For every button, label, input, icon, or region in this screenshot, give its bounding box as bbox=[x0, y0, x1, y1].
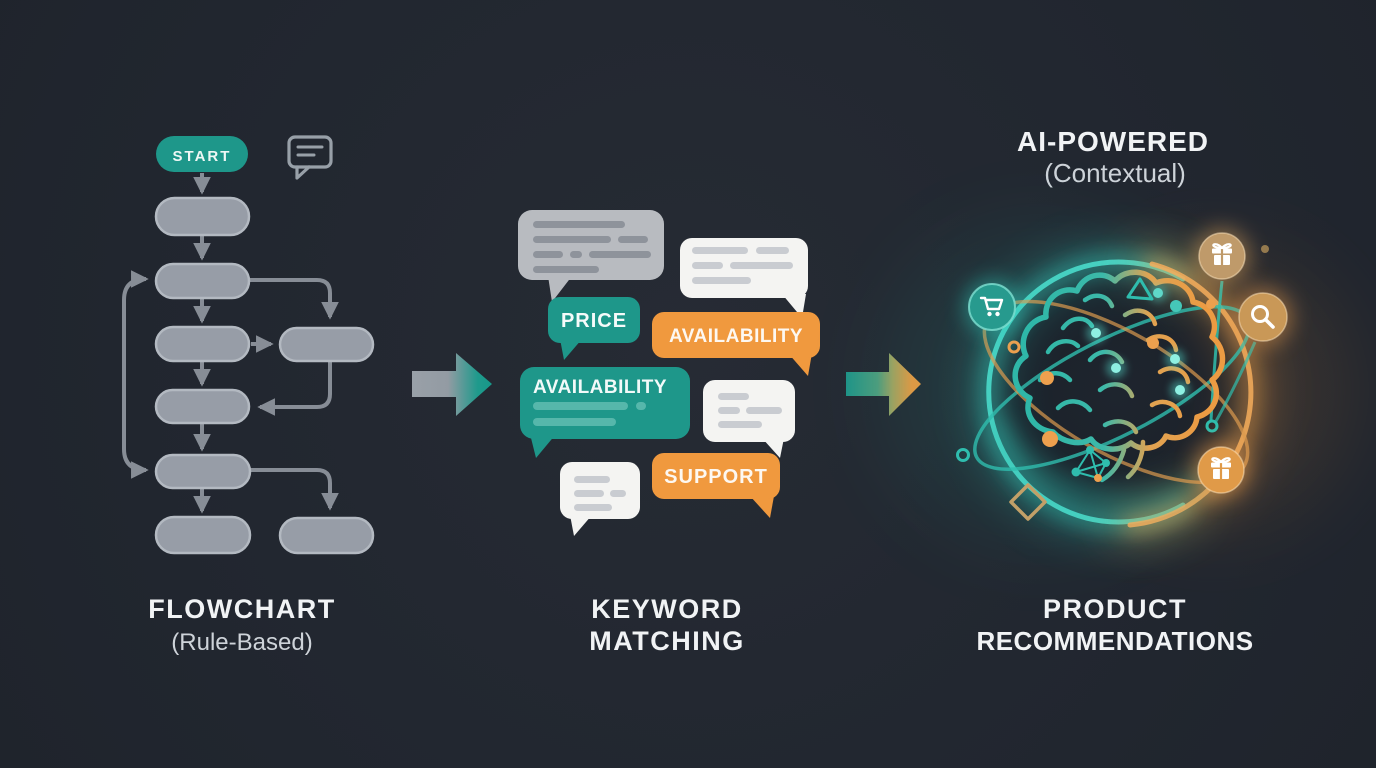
product-title-line2: RECOMMENDATIONS bbox=[976, 626, 1253, 656]
chat-bubble-icon bbox=[287, 135, 333, 180]
geometric-accents bbox=[1009, 277, 1154, 521]
product-title-line1: PRODUCT bbox=[1043, 594, 1187, 624]
gift-icon-badge-bottom bbox=[1193, 442, 1249, 498]
flowchart-nodes bbox=[154, 196, 375, 555]
glow-ring bbox=[971, 245, 1269, 543]
gift-icon bbox=[1212, 243, 1232, 265]
support-bubble: SUPPORT bbox=[652, 453, 780, 518]
arrow-flowchart-to-keyword bbox=[412, 353, 492, 416]
availability-orange-label: AVAILABILITY bbox=[669, 326, 803, 347]
ai-heading: AI-POWERED bbox=[1017, 126, 1209, 157]
white-chat-bubble-mid bbox=[703, 380, 795, 458]
flowchart-node bbox=[278, 326, 375, 363]
flowchart-node bbox=[154, 196, 251, 237]
search-icon-badge bbox=[1233, 287, 1293, 347]
flowchart-node bbox=[154, 262, 251, 300]
flowchart-node bbox=[278, 516, 375, 555]
flowchart-node bbox=[154, 515, 252, 555]
availability-orange-bubble: AVAILABILITY bbox=[652, 312, 820, 376]
keyword-title-line1: KEYWORD bbox=[591, 594, 743, 624]
support-bubble-label: SUPPORT bbox=[664, 466, 768, 488]
flowchart-section: START FLOWCHART (Rule-Based) bbox=[122, 135, 375, 656]
brain-disc bbox=[986, 260, 1250, 524]
triangle-outline bbox=[1126, 277, 1154, 301]
ai-subheading: (Contextual) bbox=[1044, 158, 1186, 188]
neural-dots bbox=[956, 245, 1269, 462]
white-chat-bubble-top bbox=[680, 238, 808, 318]
cart-icon-badge bbox=[964, 279, 1020, 335]
keyword-title-line2: MATCHING bbox=[589, 626, 744, 656]
price-bubble-label: PRICE bbox=[561, 310, 627, 332]
availability-teal-label: AVAILABILITY bbox=[533, 377, 667, 398]
flowchart-node bbox=[154, 388, 251, 425]
availability-teal-bubble: AVAILABILITY bbox=[520, 367, 690, 458]
gift-icon-badge-top bbox=[1194, 228, 1250, 284]
price-bubble: PRICE bbox=[548, 297, 640, 360]
flowchart-node bbox=[154, 453, 252, 490]
start-label: START bbox=[173, 148, 232, 165]
diamond-outline bbox=[1009, 483, 1047, 521]
gray-chat-bubble bbox=[518, 210, 664, 302]
white-chat-bubble-bottom bbox=[560, 462, 640, 536]
shopping-cart-icon bbox=[979, 296, 1004, 317]
network-graph bbox=[1071, 446, 1110, 482]
gift-icon bbox=[1211, 457, 1231, 479]
keyword-section: PRICE AVAILABILITY AVAILABILITY bbox=[518, 210, 820, 656]
start-node: START bbox=[156, 136, 248, 172]
flowchart-connectors bbox=[122, 173, 339, 514]
flowchart-subtitle: (Rule-Based) bbox=[171, 629, 312, 656]
ai-section: AI-POWERED (Contextual) bbox=[880, 126, 1355, 656]
flowchart-node bbox=[154, 325, 251, 363]
flowchart-title: FLOWCHART bbox=[148, 594, 335, 624]
search-icon bbox=[1251, 305, 1275, 329]
